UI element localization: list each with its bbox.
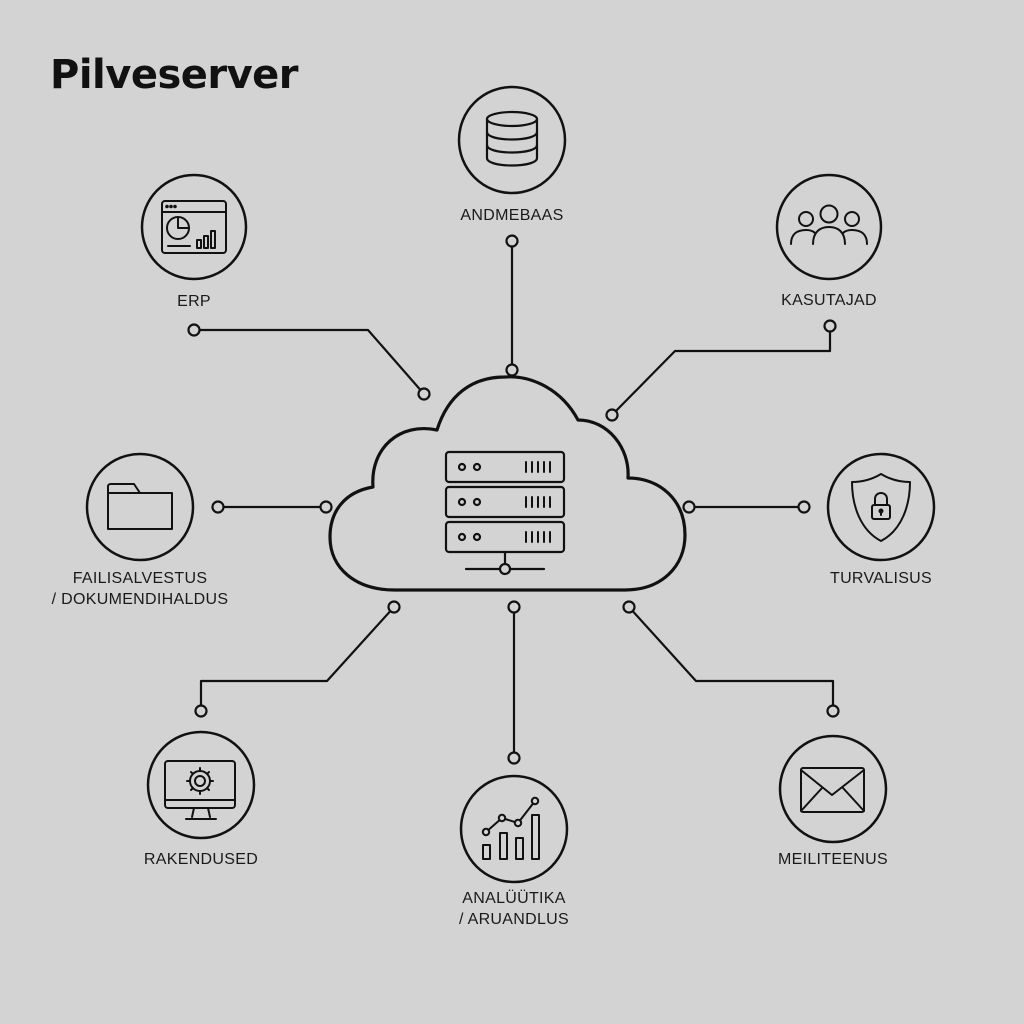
label-line: / DOKUMENDIHALDUS [51,591,229,608]
connector-rakendused [194,600,401,718]
node-turvalisus [826,452,936,562]
label-line: ERP [177,293,211,310]
database-icon [485,110,539,167]
users-icon [790,204,868,245]
connector-erp [187,323,431,401]
connectors [187,234,840,765]
connector-andmebaas [505,234,519,377]
label-rakendused: RAKENDUSED [144,849,258,870]
dashboard-window-icon [161,200,227,254]
node-erp [140,173,248,281]
label-kasutajad: KASUTAJAD [781,290,877,311]
connector-analuutika [507,600,521,765]
cloud-icon [328,375,687,592]
label-erp: ERP [177,291,211,312]
node-andmebaas [457,85,567,195]
label-line: ANALÜÜTIKA [462,890,566,907]
connector-kasutajad [605,319,837,422]
node-rakendused [146,730,256,840]
label-failisalvestus: FAILISALVESTUS / DOKUMENDIHALDUS [52,568,229,610]
label-line: RAKENDUSED [143,851,259,868]
connector-turvalisus [682,500,811,514]
node-kasutajad [775,173,883,281]
label-andmebaas: ANDMEBAAS [460,205,563,226]
connector-failisalvestus [211,500,333,514]
label-line: KASUTAJAD [781,292,877,309]
bar-chart-icon [481,796,540,860]
cloud-server [328,375,687,592]
label-analuutika: ANALÜÜTIKA / ARUANDLUS [459,888,569,930]
monitor-gear-icon [164,760,236,820]
label-line: MEILITEENUS [778,851,888,868]
node-meiliteenus [778,734,888,844]
label-meiliteenus: MEILITEENUS [778,849,888,870]
diagram-title: Pilveserver [50,52,299,98]
label-line: TURVALISUS [830,570,932,587]
shield-lock-icon [851,473,911,542]
label-line: / ARUANDLUS [459,911,569,928]
node-failisalvestus [85,452,195,562]
folder-icon [107,483,173,530]
server-rack-icon [444,450,566,576]
node-analuutika [459,774,569,884]
envelope-icon [800,767,865,813]
connector-meiliteenus [622,600,840,718]
label-line: FAILISALVESTUS [72,570,208,587]
label-line: ANDMEBAAS [460,207,564,224]
label-turvalisus: TURVALISUS [830,568,932,589]
